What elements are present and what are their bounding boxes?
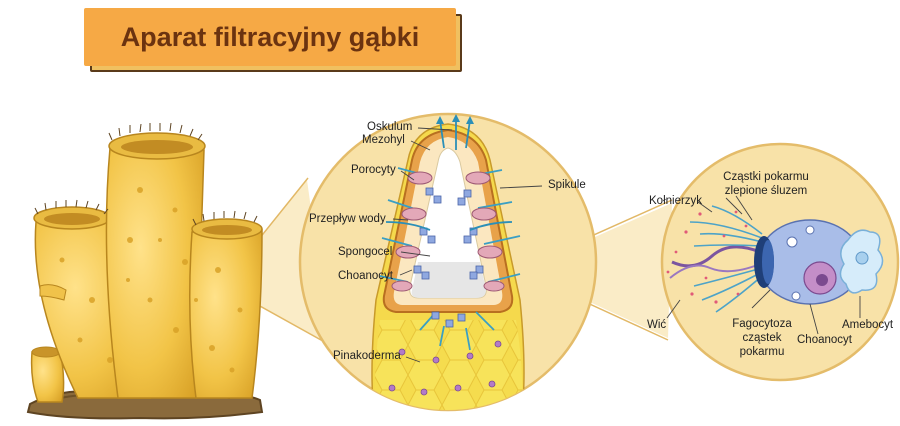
sponge-illustration bbox=[26, 122, 264, 420]
label-porocyty: Porocyty bbox=[351, 164, 396, 176]
label-wic: Wić bbox=[647, 319, 667, 331]
title-banner-face: Aparat filtracyjny gąbki bbox=[84, 8, 456, 66]
label-spongocel: Spongocel bbox=[338, 246, 393, 258]
label-oskulum: Oskulum bbox=[367, 121, 413, 133]
choanocyte-detail bbox=[666, 205, 884, 313]
title-banner: Aparat filtracyjny gąbki bbox=[84, 8, 462, 72]
leader-lines bbox=[392, 127, 861, 363]
label-amebocyt: Amebocyt bbox=[842, 319, 894, 331]
label-choanocyt-cell: Choanocyt bbox=[797, 334, 852, 346]
label-czastki-line1: Cząstki pokarmu bbox=[723, 171, 809, 183]
label-przeplyw-wody: Przepływ wody bbox=[309, 213, 386, 225]
label-fagocytoza-line1: Fagocytoza bbox=[732, 318, 792, 330]
label-pinakoderma: Pinakoderma bbox=[333, 350, 401, 362]
label-fagocytoza-line2: cząstek bbox=[742, 332, 782, 344]
label-fagocytoza-line3: pokarmu bbox=[739, 346, 785, 358]
label-spikule: Spikule bbox=[548, 179, 586, 191]
label-choanocyt-section: Choanocyt bbox=[338, 270, 393, 282]
page-title: Aparat filtracyjny gąbki bbox=[120, 21, 420, 52]
label-mezohyl: Mezohyl bbox=[362, 134, 405, 146]
sponge-cross-section bbox=[371, 114, 525, 410]
label-czastki-line2: zlepione śluzem bbox=[724, 185, 808, 197]
label-kolnierzyk: Kołnierzyk bbox=[649, 195, 703, 207]
